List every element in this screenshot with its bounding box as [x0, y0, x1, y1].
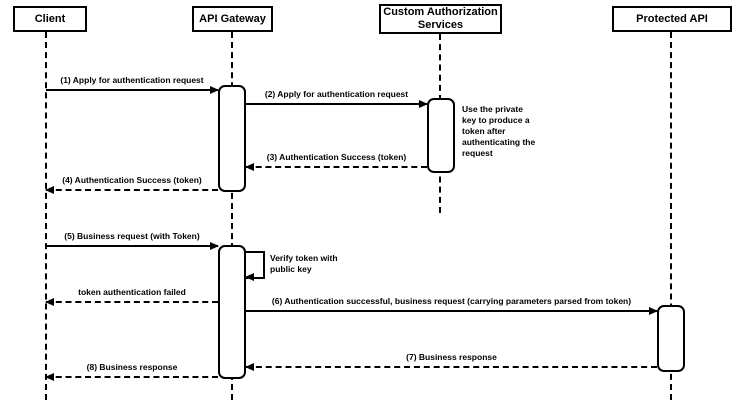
- activation-api-gateway-1: [218, 85, 246, 192]
- arrowhead-left-icon: [45, 373, 54, 381]
- lifeline-api-gateway: [231, 32, 233, 400]
- participant-api-gateway-label: API Gateway: [199, 12, 266, 25]
- arrowhead-left-icon: [45, 186, 54, 194]
- participant-api-gateway: API Gateway: [192, 6, 273, 32]
- arrowhead-left-icon: [245, 363, 254, 371]
- arrowhead-right-icon: [210, 242, 219, 250]
- participant-client: Client: [13, 6, 87, 32]
- message-token-auth-failed-label: token authentication failed: [78, 287, 186, 297]
- arrowhead-right-icon: [649, 307, 658, 315]
- message-1-label: (1) Apply for authentication request: [60, 75, 204, 85]
- message-3-label: (3) Authentication Success (token): [266, 152, 407, 162]
- message-1-line: [46, 86, 219, 94]
- participant-protected-api-label: Protected API: [636, 12, 708, 25]
- message-3-line: [245, 163, 427, 171]
- message-8: (8) Business response: [45, 362, 218, 381]
- arrowhead-left-icon: [245, 273, 254, 281]
- message-token-auth-failed: token authentication failed: [45, 287, 218, 306]
- activation-protected-api: [657, 305, 685, 372]
- message-7-label: (7) Business response: [406, 352, 497, 362]
- message-token-auth-failed-line: [45, 298, 218, 306]
- note-use-private-key: Use the private key to produce a token a…: [462, 104, 536, 158]
- message-8-line: [45, 373, 218, 381]
- message-5: (5) Business request (with Token): [46, 231, 219, 250]
- arrowhead-right-icon: [210, 86, 219, 94]
- message-2: (2) Apply for authentication request: [246, 89, 428, 108]
- message-4-label: (4) Authentication Success (token): [62, 175, 202, 185]
- message-8-label: (8) Business response: [86, 362, 178, 372]
- message-7: (7) Business response: [245, 352, 657, 371]
- message-7-line: [245, 363, 657, 371]
- message-1: (1) Apply for authentication request: [46, 75, 219, 94]
- lifeline-protected-api: [670, 32, 672, 400]
- arrowhead-right-icon: [419, 100, 428, 108]
- arrowhead-left-icon: [245, 163, 254, 171]
- participant-custom-authorization-services-label: Custom Authorization Services: [383, 6, 498, 31]
- self-message-verify-token-label: Verify token with public key: [270, 253, 338, 274]
- message-6: (6) Authentication successful, business …: [246, 296, 658, 315]
- message-3: (3) Authentication Success (token): [245, 152, 427, 171]
- participant-custom-authorization-services: Custom Authorization Services: [379, 4, 502, 34]
- participant-client-label: Client: [34, 12, 66, 25]
- arrowhead-left-icon: [45, 298, 54, 306]
- message-6-label: (6) Authentication successful, business …: [271, 296, 632, 306]
- self-message-verify-token-loop: [245, 251, 265, 279]
- message-2-line: [246, 100, 428, 108]
- activation-api-gateway-2: [218, 245, 246, 379]
- participant-protected-api: Protected API: [612, 6, 732, 32]
- message-4-line: [45, 186, 218, 194]
- activation-custom-authorization-services: [427, 98, 455, 173]
- message-6-line: [246, 307, 658, 315]
- message-4: (4) Authentication Success (token): [45, 175, 218, 194]
- message-5-label: (5) Business request (with Token): [64, 231, 200, 241]
- message-5-line: [46, 242, 219, 250]
- lifeline-client: [45, 32, 47, 400]
- message-2-label: (2) Apply for authentication request: [264, 89, 409, 99]
